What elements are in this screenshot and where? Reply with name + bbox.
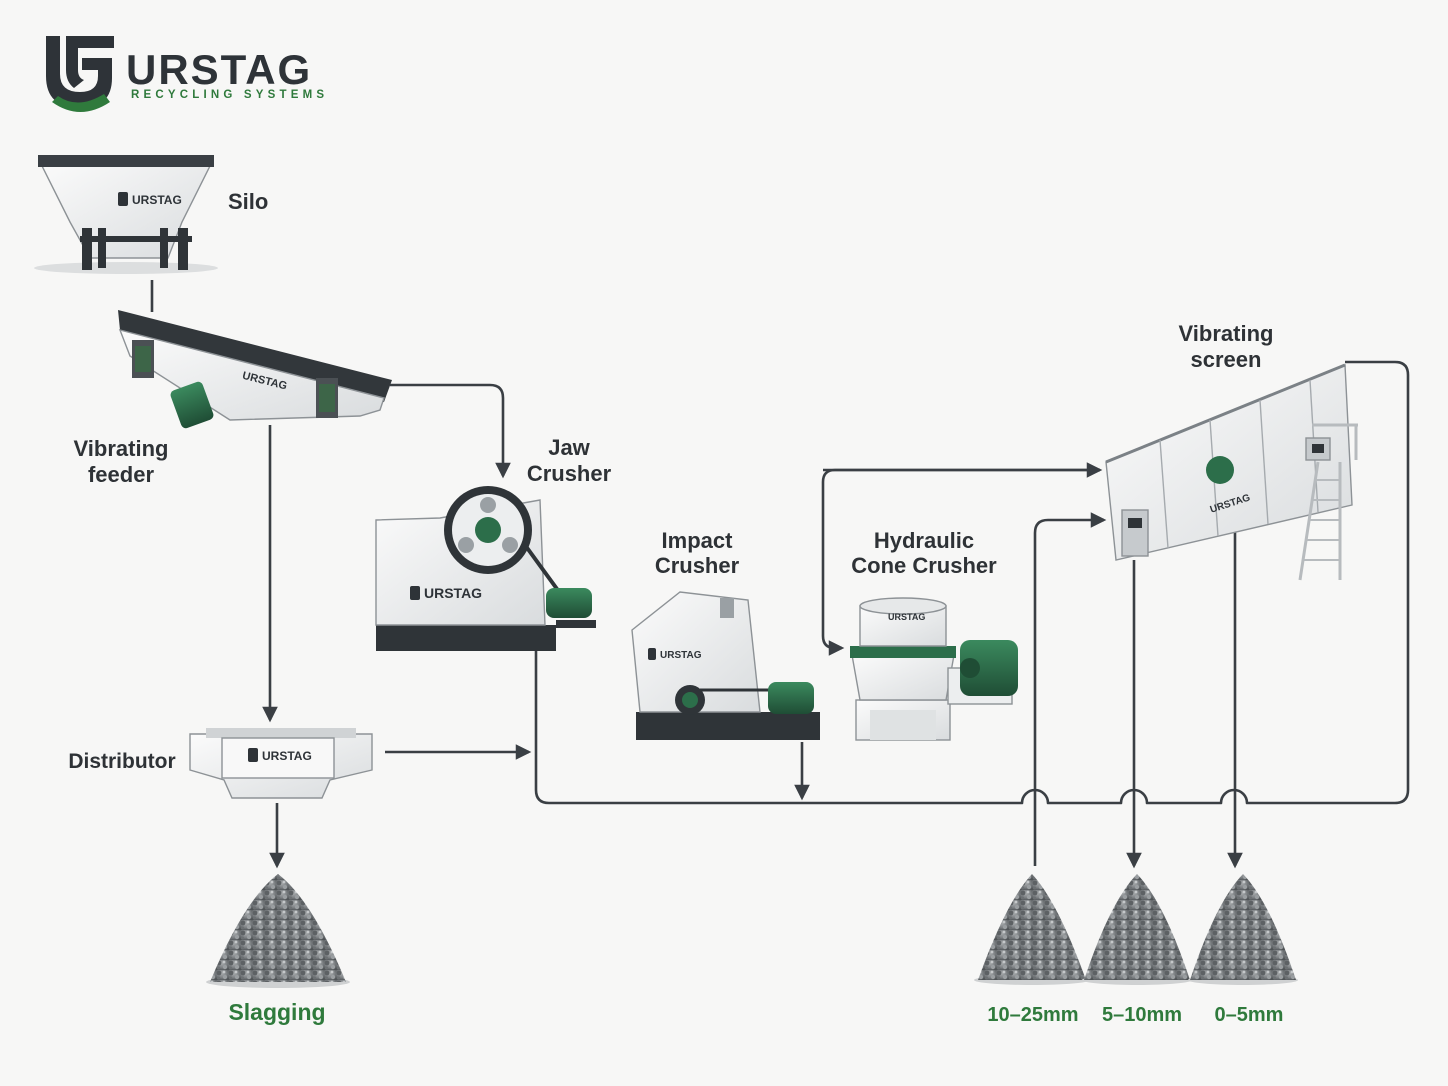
distributor-badge: URSTAG <box>262 749 312 763</box>
size-10-25-label: 10–25mm <box>987 1004 1078 1026</box>
screen-label-1: Vibrating <box>1179 321 1274 346</box>
silo-logo-icon <box>118 192 128 206</box>
pile-0-5mm <box>1188 874 1298 985</box>
cone-label-2: Cone Crusher <box>851 553 997 578</box>
jaw-label-1: Jaw <box>548 435 590 460</box>
distributor-label: Distributor <box>68 750 175 773</box>
distributor[interactable]: URSTAG <box>189 728 373 799</box>
slagging-pile <box>206 874 350 988</box>
vibrating-feeder[interactable]: URSTAG <box>118 310 392 430</box>
brand-name: URSTAG <box>126 46 312 93</box>
flow-feeder-jaw <box>390 383 511 479</box>
flow-main-loop <box>534 360 1410 805</box>
feeder-label-2: feeder <box>88 462 154 487</box>
impact-logo-icon <box>648 648 656 660</box>
flow-lines <box>150 280 1410 869</box>
impact-label-2: Crusher <box>655 553 740 578</box>
brand-tagline: RECYCLING SYSTEMS <box>131 89 328 101</box>
cone-label-1: Hydraulic <box>874 528 974 553</box>
distributor-logo-icon <box>248 748 258 762</box>
silo-label: Silo <box>228 189 268 214</box>
size-5-10-label: 5–10mm <box>1102 1004 1182 1026</box>
pile-5-10mm <box>1082 874 1192 985</box>
jaw-logo-icon <box>410 586 420 600</box>
impact-label-1: Impact <box>662 528 734 553</box>
impact-crusher[interactable]: URSTAG <box>631 591 820 740</box>
shield-logo-icon <box>46 36 114 112</box>
silo-badge: URSTAG <box>132 193 182 207</box>
size-0-5-label: 0–5mm <box>1215 1004 1284 1026</box>
silo[interactable]: URSTAG <box>34 155 218 274</box>
screen-label-2: screen <box>1191 347 1262 372</box>
brand-logo: URSTAG RECYCLING SYSTEMS <box>46 36 328 112</box>
feeder-label-1: Vibrating <box>74 436 169 461</box>
jaw-crusher[interactable]: URSTAG <box>375 486 596 651</box>
flow-10-25-return <box>1033 512 1107 866</box>
slagging-label: Slagging <box>228 999 325 1025</box>
pile-10-25mm <box>974 874 1090 985</box>
jaw-badge: URSTAG <box>424 585 482 601</box>
cone-crusher[interactable]: URSTAG <box>850 597 1018 741</box>
jaw-label-2: Crusher <box>527 461 612 486</box>
impact-badge: URSTAG <box>660 650 702 661</box>
cone-badge: URSTAG <box>888 612 925 622</box>
vibrating-screen[interactable]: URSTAG <box>1105 363 1358 581</box>
